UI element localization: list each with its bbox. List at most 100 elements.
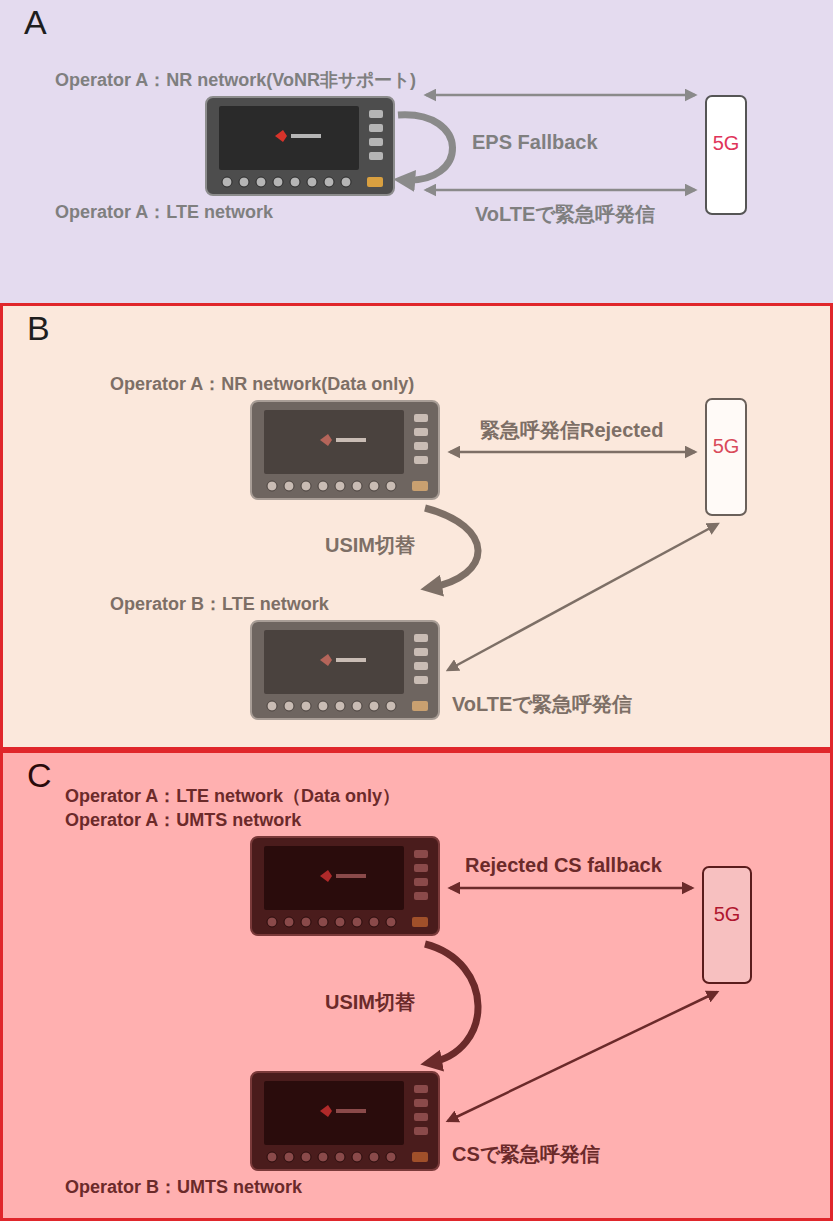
instrument-knob — [352, 481, 362, 491]
instrument-illustration — [250, 1071, 440, 1171]
phone-screen-text: 5G — [707, 434, 745, 458]
instrument-knob — [318, 917, 328, 927]
instrument-knob — [267, 481, 277, 491]
instrument-screen — [264, 630, 404, 694]
instrument-power-key — [412, 701, 428, 711]
connector-arrow — [426, 189, 695, 192]
instrument-screen — [264, 1081, 404, 1145]
instrument-side-button — [414, 1099, 428, 1107]
connector-arrow — [425, 944, 478, 1063]
instrument-knob — [301, 1152, 311, 1162]
instrument-body — [251, 1072, 439, 1170]
instrument-side-button — [414, 892, 428, 900]
edge-label: VoLTEで緊急呼発信 — [452, 692, 632, 716]
instrument-logo-bar — [336, 658, 366, 662]
network-label: Operator A：UMTS network — [65, 808, 440, 832]
instrument-knob — [386, 481, 396, 491]
instrument-screen — [264, 846, 404, 910]
edge-label: Rejected CS fallback — [465, 853, 662, 877]
connector-arrow — [426, 94, 695, 97]
instrument-logo — [320, 434, 332, 446]
instrument-power-key — [367, 177, 383, 187]
instrument-logo — [320, 870, 332, 882]
instrument-body — [206, 97, 394, 195]
instrument-knob — [341, 177, 351, 187]
network-node: Operator A：NR network(Data only) — [110, 372, 440, 504]
instrument-side-button — [369, 124, 383, 132]
instrument-knob — [386, 701, 396, 711]
connector-arrow — [450, 887, 692, 890]
instrument-knob — [386, 917, 396, 927]
panel-letter: A — [24, 2, 47, 42]
network-node: Operator B：UMTS network — [65, 1067, 440, 1199]
instrument-side-button — [414, 414, 428, 422]
instrument-knob — [239, 177, 249, 187]
instrument-body — [251, 837, 439, 935]
instrument-side-button — [414, 878, 428, 886]
instrument-knob — [284, 917, 294, 927]
instrument-side-button — [414, 1127, 428, 1135]
instrument-side-button — [414, 1085, 428, 1093]
instrument-knob — [335, 917, 345, 927]
instrument-knob — [352, 701, 362, 711]
panel-letter: B — [27, 308, 50, 348]
network-node: Operator A：LTE network（Data only）Operato… — [65, 784, 440, 940]
instrument-knob — [284, 1152, 294, 1162]
phone-device: 5G — [705, 398, 747, 516]
instrument-side-button — [414, 864, 428, 872]
instrument-knob — [352, 917, 362, 927]
phone-screen-text: 5G — [707, 131, 745, 155]
instrument-side-button — [414, 648, 428, 656]
instrument-knob — [318, 481, 328, 491]
instrument-knob — [301, 481, 311, 491]
connector-arrow — [448, 992, 717, 1121]
instrument-knob — [352, 1152, 362, 1162]
network-label: Operator A：NR network(VoNR非サポート) — [55, 68, 416, 92]
instrument-logo-bar — [291, 134, 321, 138]
instrument-knob — [318, 1152, 328, 1162]
network-label: Operator B：UMTS network — [65, 1175, 440, 1199]
instrument-logo — [320, 654, 332, 666]
edge-label: VoLTEで緊急呼発信 — [475, 202, 655, 226]
phone-device: 5G — [702, 866, 752, 984]
instrument-side-button — [414, 428, 428, 436]
instrument-knob — [369, 701, 379, 711]
network-label: Operator A：NR network(Data only) — [110, 372, 440, 396]
instrument-knob — [335, 701, 345, 711]
instrument-illustration — [250, 836, 440, 936]
instrument-logo-bar — [336, 874, 366, 878]
instrument-knob — [284, 701, 294, 711]
instrument-power-key — [412, 917, 428, 927]
phone-device: 5G — [705, 95, 747, 215]
instrument-screen — [219, 106, 359, 170]
instrument-knob — [369, 917, 379, 927]
instrument-logo — [320, 1105, 332, 1117]
instrument-knob — [369, 481, 379, 491]
instrument-knob — [369, 1152, 379, 1162]
instrument-knob — [335, 1152, 345, 1162]
instrument-knob — [284, 481, 294, 491]
instrument-knob — [290, 177, 300, 187]
instrument-knob — [222, 177, 232, 187]
instrument-side-button — [414, 850, 428, 858]
instrument-knob — [301, 701, 311, 711]
instrument-knob — [335, 481, 345, 491]
instrument-illustration — [205, 96, 395, 196]
connector-arrow — [425, 508, 478, 588]
fallback-loop-arrow — [398, 115, 453, 180]
panel-band: AOperator A：NR network(VoNR非サポート)Operato… — [0, 0, 833, 303]
connector-arrow — [448, 524, 718, 670]
instrument-side-button — [414, 442, 428, 450]
panel-band: B Operator A：NR network(Data only) 5G Opera… — [0, 303, 833, 750]
instrument-knob — [386, 1152, 396, 1162]
network-label: Operator A：LTE network — [55, 200, 416, 224]
network-node: Operator A：NR network(VoNR非サポート) Operator… — [55, 68, 416, 224]
instrument-knob — [256, 177, 266, 187]
instrument-side-button — [414, 662, 428, 670]
instrument-knob — [301, 917, 311, 927]
edge-label: CSで緊急呼発信 — [452, 1142, 600, 1166]
note-label: EPS Fallback — [472, 130, 598, 154]
network-label: Operator B：LTE network — [110, 592, 440, 616]
instrument-logo-bar — [336, 438, 366, 442]
instrument-knob — [318, 701, 328, 711]
